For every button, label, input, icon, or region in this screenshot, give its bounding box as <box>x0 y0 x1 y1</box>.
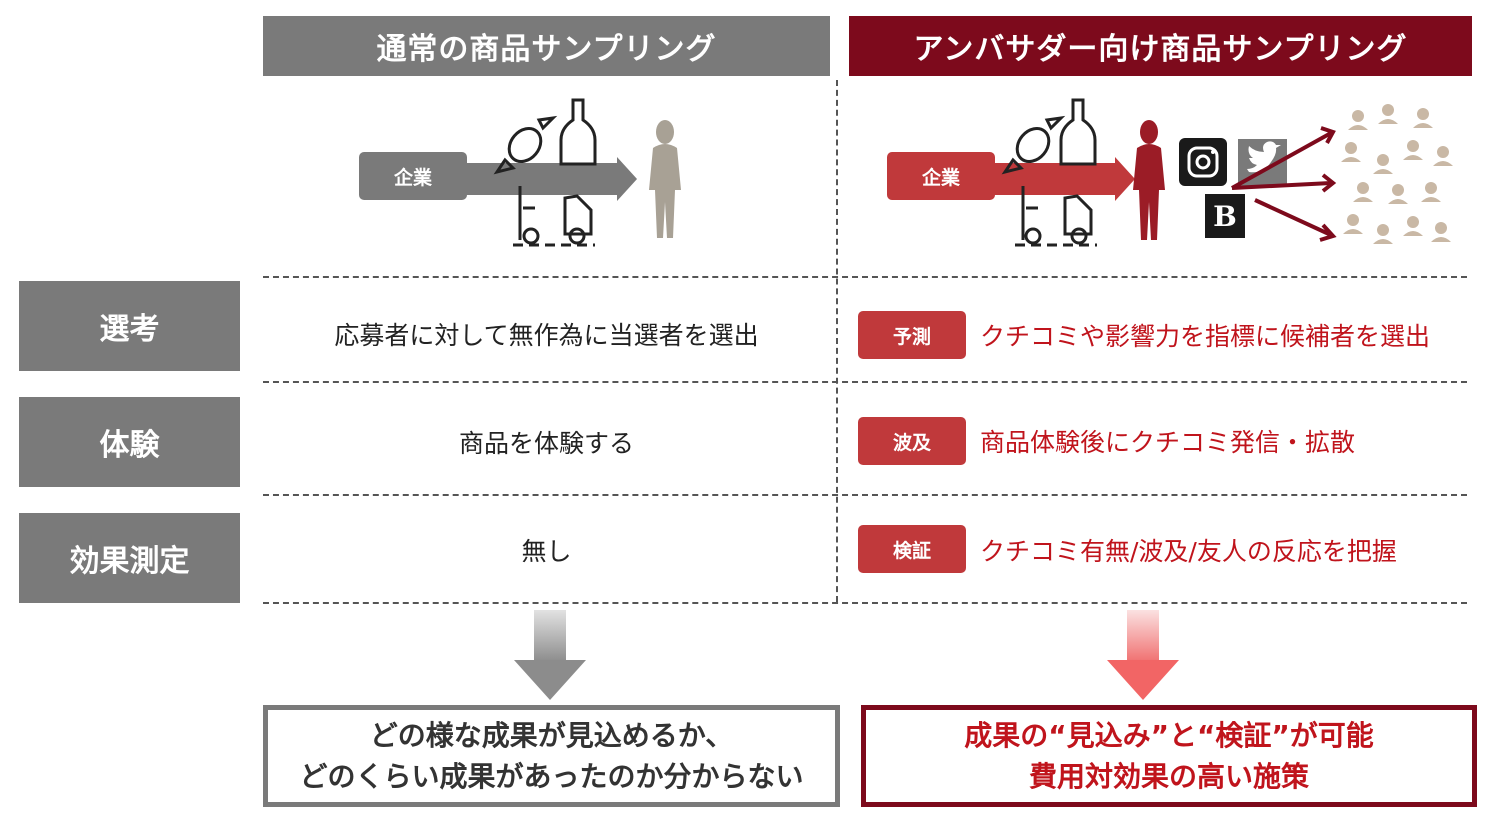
bottle-icon <box>1059 98 1097 166</box>
normal-experience-text: 商品を体験する <box>458 429 634 458</box>
column-divider <box>836 80 838 602</box>
row-divider <box>263 381 1467 383</box>
ambassador-selection-text: クチコミや影響力を指標に候補者を選出 <box>980 322 1431 351</box>
ambassador-sampling-diagram <box>887 98 1453 247</box>
candy-icon <box>1001 115 1066 175</box>
row-divider <box>263 276 1467 278</box>
bottle-icon <box>559 98 597 166</box>
row-label-experience: 体験 <box>19 397 240 487</box>
ambassador-measurement-text: クチコミ有無/波及/友人の反応を把握 <box>980 537 1397 566</box>
badge-spread: 波及 <box>858 417 966 465</box>
badge-prediction: 予測 <box>858 311 966 359</box>
normal-result-line2: どのくらい成果があったのか分からない <box>299 760 804 793</box>
row-divider <box>263 602 1467 604</box>
forklift-icon <box>1015 186 1097 247</box>
header-normal-sampling: 通常の商品サンプリング <box>263 16 830 76</box>
normal-result-line1: どの様な成果が見込めるか、 <box>369 719 734 752</box>
person-silhouette-icon <box>1133 120 1165 240</box>
company-label: 企業 <box>921 166 960 189</box>
normal-measurement-text: 無し <box>521 537 572 566</box>
down-arrow-icon <box>514 610 586 700</box>
crowd-icon <box>1341 104 1453 244</box>
down-arrow-icon <box>1107 610 1179 700</box>
normal-sampling-diagram <box>359 98 681 247</box>
row-label-measurement: 効果測定 <box>19 513 240 603</box>
normal-selection-text: 応募者に対して無作為に当選者を選出 <box>334 321 759 350</box>
blog-letter: B <box>1213 199 1237 233</box>
blog-icon <box>1205 194 1245 238</box>
instagram-icon <box>1179 138 1227 186</box>
arrow-icon <box>1231 126 1337 242</box>
candy-icon <box>493 115 558 175</box>
ambassador-result-box: 成果の“見込み”と“検証”が可能 費用対効果の高い施策 <box>861 705 1477 807</box>
row-label-selection: 選考 <box>19 281 240 371</box>
ambassador-result-line1: 成果の“見込み”と“検証”が可能 <box>964 719 1374 752</box>
ambassador-result-line2: 費用対効果の高い施策 <box>1028 760 1309 793</box>
row-divider <box>263 494 1467 496</box>
badge-verification: 検証 <box>858 525 966 573</box>
person-silhouette-icon <box>649 120 681 238</box>
header-ambassador-sampling: アンバサダー向け商品サンプリング <box>849 16 1472 76</box>
normal-result-box: どの様な成果が見込めるか、 どのくらい成果があったのか分からない <box>263 705 840 807</box>
company-label: 企業 <box>393 166 432 189</box>
ambassador-experience-text: 商品体験後にクチコミ発信・拡散 <box>980 428 1356 457</box>
forklift-icon <box>513 186 595 247</box>
